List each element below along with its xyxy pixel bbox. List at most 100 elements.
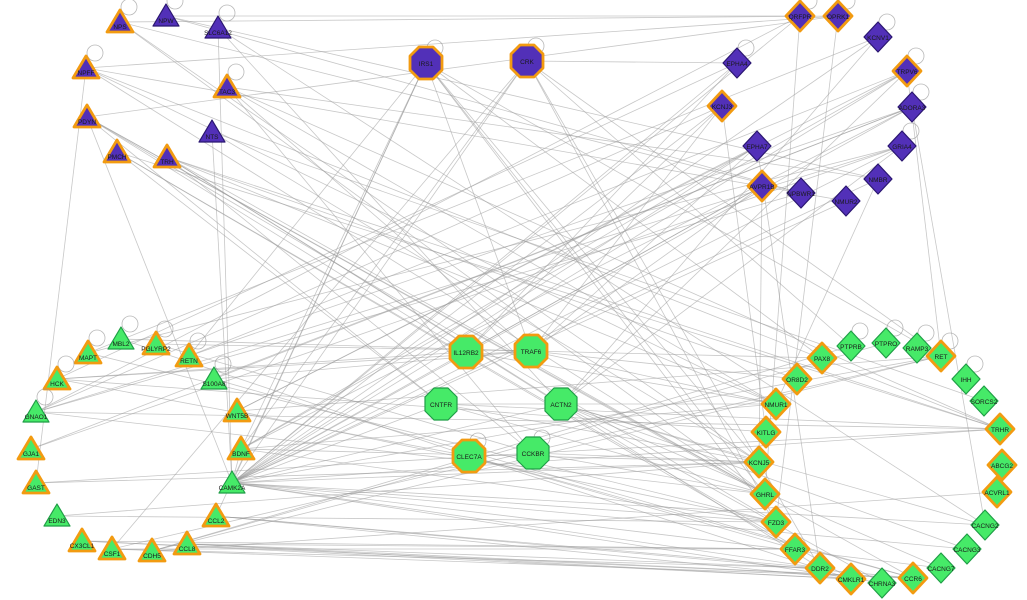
node-KCNV1[interactable]: KCNV1 [863, 13, 896, 53]
edge-NPFF-NMUR2 [85, 67, 847, 202]
triangle-node-shape [107, 326, 135, 350]
edge-EDN3-FZD3 [56, 515, 777, 523]
edge-NPFF-TRHR [85, 67, 1001, 430]
edge-GNAO1-TRHR [35, 411, 1001, 430]
node-CNTFR[interactable]: CNTFR [424, 387, 458, 421]
diamond-node-shape [863, 163, 893, 195]
diamond-node-shape [986, 448, 1018, 482]
diamond-node-shape [887, 130, 917, 162]
triangle-node-shape [71, 54, 101, 80]
diamond-node-shape [781, 362, 813, 396]
node-CMKLR1[interactable]: CMKLR1 [835, 562, 867, 596]
node-CCL2[interactable]: CCL2 [201, 502, 231, 528]
node-NMUR1[interactable]: NMUR1 [760, 387, 792, 421]
node-CSF1[interactable]: CSF1 [97, 535, 127, 561]
edge-MAPT-FZD3 [87, 352, 777, 523]
node-ABCG2[interactable]: ABCG2 [986, 448, 1018, 482]
triangle-node-shape [218, 470, 246, 494]
edge-CAMK2A-CNTFR [231, 403, 442, 484]
node-CACNG7[interactable]: CACNG7 [926, 552, 956, 584]
node-MAPT[interactable]: MAPT [73, 329, 106, 365]
node-TAC3[interactable]: TAC3 [212, 63, 245, 99]
self-loop-icon [166, 0, 184, 10]
node-MBL2[interactable]: MBL2 [107, 315, 139, 350]
octagon-node-shape [513, 333, 549, 369]
octagon-node-shape [544, 387, 578, 421]
edge-IRS1-BDNF [240, 62, 427, 450]
node-AVPR1B[interactable]: AVPR1B [746, 169, 778, 203]
diamond-node-shape [897, 91, 927, 123]
node-PMCH[interactable]: PMCH [102, 138, 132, 164]
node-ACVRL1[interactable]: ACVRL1 [981, 475, 1013, 509]
triangle-node-shape [212, 73, 242, 99]
node-PAX8[interactable]: PAX8 [806, 341, 838, 375]
node-GAST[interactable]: GAST [21, 469, 51, 495]
edge-GAST-CCKBR [35, 452, 534, 484]
node-QRFPR[interactable]: QRFPR [784, 0, 818, 33]
node-NMBR[interactable]: NMBR [863, 163, 893, 195]
node-CACNG3[interactable]: CACNG3 [952, 533, 982, 565]
diamond-node-shape [743, 445, 775, 479]
triangle-node-shape [226, 435, 256, 461]
node-KITLG[interactable]: KITLG [750, 415, 782, 449]
node-ACTN2[interactable]: ACTN2 [544, 387, 578, 421]
edge-CLEC7A-CMKLR1 [468, 455, 852, 580]
triangle-node-shape [152, 3, 180, 27]
diamond-node-shape [831, 185, 861, 217]
node-TRPV6[interactable]: TRPV6 [891, 47, 925, 88]
edge-EPHA7-DDR2 [756, 145, 821, 569]
diamond-node-shape [926, 552, 956, 584]
self-loop-icon [218, 4, 236, 22]
node-CCR6[interactable]: CCR6 [897, 561, 929, 595]
node-FFAR3[interactable]: FFAR3 [779, 532, 811, 566]
diamond-node-shape [897, 561, 929, 595]
edge-IL12RB2-AVPR1B [465, 185, 763, 353]
node-ADORA3[interactable]: ADORA3 [897, 83, 930, 123]
edge-TRAF6-NMUR1 [530, 350, 777, 405]
node-CLEC7A[interactable]: CLEC7A [451, 432, 487, 474]
node-CX3CL1[interactable]: CX3CL1 [67, 527, 97, 553]
edge-CRK-RET [526, 60, 942, 357]
diamond-node-shape [836, 330, 866, 362]
node-EPHA4[interactable]: EPHA4 [722, 39, 755, 79]
edge-RETN-TRPV6 [188, 70, 908, 357]
edge-IRS1-FZD3 [425, 62, 777, 523]
edge-ADORA3-CACNG2 [911, 106, 986, 526]
node-IRS1[interactable]: IRS1 [408, 39, 444, 81]
edge-NPS-GHRL [119, 21, 766, 495]
node-DDR2[interactable]: DDR2 [804, 551, 836, 585]
edge-CCL2-CMKLR1 [215, 515, 852, 580]
edge-CNTFR-TRHR [440, 403, 1001, 430]
node-TRAF6[interactable]: TRAF6 [513, 333, 549, 369]
node-CACNG2[interactable]: CACNG2 [970, 509, 1000, 541]
edge-TAC3-NMBR [226, 86, 879, 180]
octagon-node-shape [451, 438, 487, 474]
edge-BDNF-ADORA3 [240, 106, 913, 450]
edge-WNT5B-RET [236, 355, 942, 412]
triangle-node-shape [102, 138, 132, 164]
self-loop-icon [912, 83, 930, 101]
node-OPRK1[interactable]: OPRK1 [822, 0, 856, 33]
edge-ACTN2-CHRNA3 [560, 403, 883, 584]
diamond-node-shape [760, 505, 792, 539]
node-NMUR2[interactable]: NMUR2 [831, 185, 861, 217]
node-GRIA4[interactable]: GRIA4 [887, 122, 920, 162]
node-HCK[interactable]: HCK [42, 355, 75, 391]
node-SORCS2[interactable]: SORCS2 [969, 385, 999, 417]
node-NPW[interactable]: NPW [152, 0, 184, 27]
edge-HCK-EPHA4 [56, 62, 738, 380]
diamond-node-shape [779, 532, 811, 566]
node-IL12RB2[interactable]: IL12RB2 [448, 334, 484, 370]
self-loop-icon [227, 63, 245, 81]
triangle-node-shape [16, 435, 46, 461]
self-loop-icon [57, 355, 75, 373]
triangle-node-shape [72, 103, 102, 129]
edge-NPS-OPRK1 [119, 15, 839, 23]
edge-CAMK2A-RET [231, 355, 942, 484]
node-NPS[interactable]: NPS [105, 0, 138, 34]
diamond-node-shape [760, 387, 792, 421]
node-TRHR[interactable]: TRHR [984, 412, 1016, 446]
node-CRK[interactable]: CRK [509, 37, 545, 79]
